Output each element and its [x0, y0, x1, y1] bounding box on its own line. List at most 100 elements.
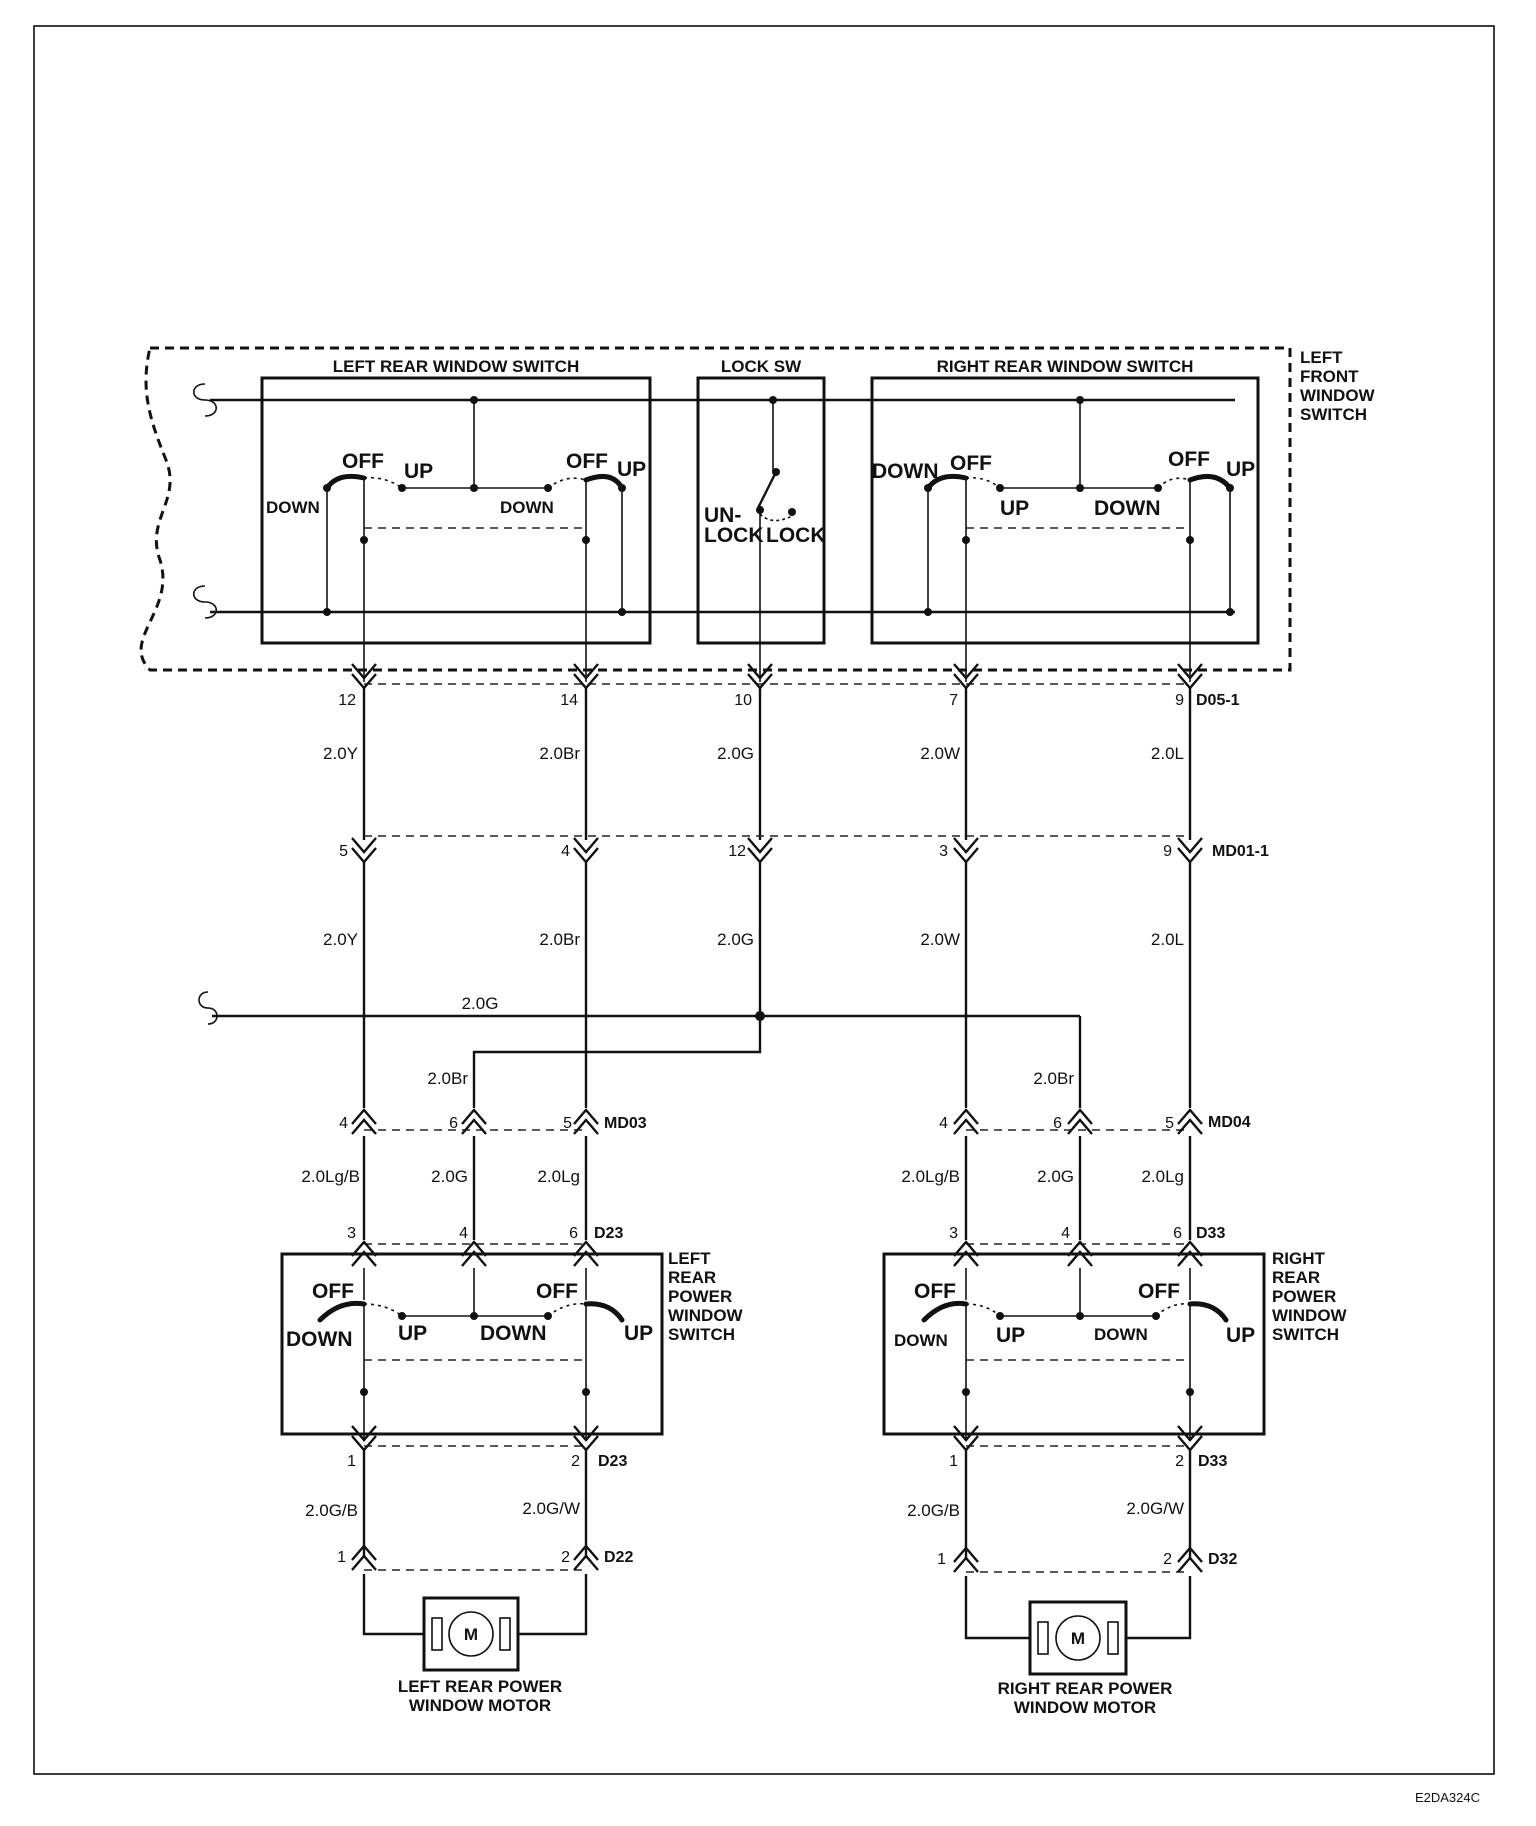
- d33-pin-3: 3: [949, 1225, 958, 1242]
- d23-d33-top-chevrons: [351, 1240, 1203, 1267]
- front-switch-title: LEFT FRONT WINDOW SWITCH: [1300, 348, 1376, 424]
- wire-label-right-branch: 2.0Br: [1033, 1069, 1074, 1088]
- wire-label-mid-br: 2.0Br: [539, 930, 580, 949]
- d23-top-connector-name: D23: [594, 1225, 623, 1242]
- left-branch-wire: [472, 1016, 762, 1108]
- right-rear-window-switch-block: [870, 376, 1260, 645]
- svg-text:REAR: REAR: [668, 1268, 716, 1287]
- lr-up2-label: UP: [617, 458, 646, 481]
- lr-off-label: OFF: [342, 450, 384, 473]
- rrs-off-label: OFF: [914, 1280, 956, 1303]
- d23-pin-6: 6: [569, 1225, 578, 1242]
- left-motor-symbol: [448, 1611, 494, 1657]
- wire-label-rr-lg: 2.0Lg: [1141, 1167, 1184, 1186]
- d32-pin-1: 1: [937, 1551, 946, 1568]
- md03-pin-6: 6: [449, 1115, 458, 1132]
- wire-label-upper-g: 2.0G: [717, 744, 754, 763]
- rr-off2-label: OFF: [1168, 448, 1210, 471]
- d22-d32-chevrons: [351, 1544, 1203, 1573]
- left-motor-brush-left: [431, 1617, 443, 1651]
- md04-pin-4: 4: [939, 1115, 948, 1132]
- wire-label-mid-w: 2.0W: [920, 930, 960, 949]
- rr-off-label: OFF: [950, 452, 992, 475]
- d32-connector-name: D32: [1208, 1551, 1237, 1568]
- svg-text:POWER: POWER: [668, 1287, 732, 1306]
- d33b-pin-2: 2: [1175, 1453, 1184, 1470]
- left-rear-window-switch-block: [260, 376, 652, 645]
- md04-pin-6: 6: [1053, 1115, 1062, 1132]
- md03-pin-5: 5: [563, 1115, 572, 1132]
- lrs-off2-label: OFF: [536, 1280, 578, 1303]
- right-motor-wiring: [964, 1576, 1192, 1640]
- rrs-down2-label: DOWN: [1094, 1325, 1148, 1344]
- right-motor-symbol: [1055, 1615, 1101, 1661]
- d23-pin-3: 3: [347, 1225, 356, 1242]
- lock-block-title: LOCK SW: [721, 357, 802, 376]
- d05-chevrons: [351, 663, 1203, 690]
- d05-connector-name: D05-1: [1196, 692, 1240, 709]
- svg-text:LEFT: LEFT: [1300, 348, 1343, 367]
- md01-pin-12: 12: [728, 843, 746, 860]
- left-motor-caption-2: WINDOW MOTOR: [409, 1696, 551, 1715]
- left-motor-wiring: [362, 1574, 588, 1636]
- wire-label-bus: 2.0G: [462, 994, 499, 1013]
- d05-pin-9: 9: [1175, 692, 1184, 709]
- lock-switch-internals: [756, 396, 796, 682]
- md03-connector-name: MD03: [604, 1115, 647, 1132]
- left-rear-switch-internals: [323, 396, 626, 682]
- right-rear-switch-mechanism: [921, 1268, 1229, 1440]
- wire-break-symbol-lower: [192, 585, 218, 619]
- svg-text:SWITCH: SWITCH: [668, 1325, 735, 1344]
- wire-label-lr-lg: 2.0Lg: [537, 1167, 580, 1186]
- left-motor-caption-1: LEFT REAR POWER: [398, 1677, 562, 1696]
- wire-label-mid-g: 2.0G: [717, 930, 754, 949]
- right-rear-switch-title: RIGHT REAR POWER WINDOW SWITCH: [1272, 1249, 1348, 1344]
- d05-pin-14: 14: [560, 692, 578, 709]
- left-rear-power-window-switch: [280, 1252, 664, 1436]
- lock-switch-block: [696, 376, 826, 645]
- md04-pin-5: 5: [1165, 1115, 1174, 1132]
- rr-up2-label: UP: [1226, 458, 1255, 481]
- md03-md04-chevrons: [351, 1108, 1203, 1135]
- bus-break-symbol: [198, 991, 218, 1025]
- wire-label-upper-y: 2.0Y: [323, 744, 358, 763]
- right-motor-housing: [1028, 1600, 1128, 1676]
- middle-trunk-wires: [362, 862, 1192, 1108]
- wire-label-upper-br: 2.0Br: [539, 744, 580, 763]
- lrs-off-label: OFF: [312, 1280, 354, 1303]
- right-motor-caption-2: WINDOW MOTOR: [1014, 1698, 1156, 1717]
- rrs-up-label: UP: [996, 1324, 1025, 1347]
- svg-text:SWITCH: SWITCH: [1300, 405, 1367, 424]
- md01-pin-3: 3: [939, 843, 948, 860]
- wire-label-left-branch: 2.0Br: [427, 1069, 468, 1088]
- motor-feed-wires: [362, 1450, 1192, 1558]
- svg-text:RIGHT: RIGHT: [1272, 1249, 1326, 1268]
- right-motor-letter: M: [1071, 1629, 1085, 1648]
- rrs-off2-label: OFF: [1138, 1280, 1180, 1303]
- d23-bottom-connector-name: D23: [598, 1453, 627, 1470]
- upper-trunk-wires: [362, 688, 1192, 840]
- left-rear-block-title: LEFT REAR WINDOW SWITCH: [333, 357, 579, 376]
- wire-label-rr-lgb: 2.0Lg/B: [901, 1167, 960, 1186]
- d33-pin-4: 4: [1061, 1225, 1070, 1242]
- wire-label-upper-l: 2.0L: [1151, 744, 1184, 763]
- md01-pin-9: 9: [1163, 843, 1172, 860]
- svg-text:REAR: REAR: [1272, 1268, 1320, 1287]
- right-rear-power-window-switch: [882, 1252, 1266, 1436]
- wire-label-lm-gw: 2.0G/W: [522, 1499, 580, 1518]
- d22-pin-1: 1: [337, 1549, 346, 1566]
- front-switch-housing: [139, 346, 1292, 672]
- rrs-up2-label: UP: [1226, 1324, 1255, 1347]
- d23b-pin-2: 2: [571, 1453, 580, 1470]
- rr-down-label: DOWN: [872, 460, 939, 483]
- wire-label-mid-y: 2.0Y: [323, 930, 358, 949]
- lr-down2-label: DOWN: [500, 498, 554, 517]
- wire-label-rr-g: 2.0G: [1037, 1167, 1074, 1186]
- lock-unlock-label: LOCK: [704, 524, 764, 547]
- left-rear-switch-title: LEFT REAR POWER WINDOW SWITCH: [668, 1249, 744, 1344]
- d22-pin-2: 2: [561, 1549, 570, 1566]
- rear-switch-feed-wires: [362, 1136, 1192, 1240]
- lr-off2-label: OFF: [566, 450, 608, 473]
- wire-label-rm-gw: 2.0G/W: [1126, 1499, 1184, 1518]
- wire-label-lr-g: 2.0G: [431, 1167, 468, 1186]
